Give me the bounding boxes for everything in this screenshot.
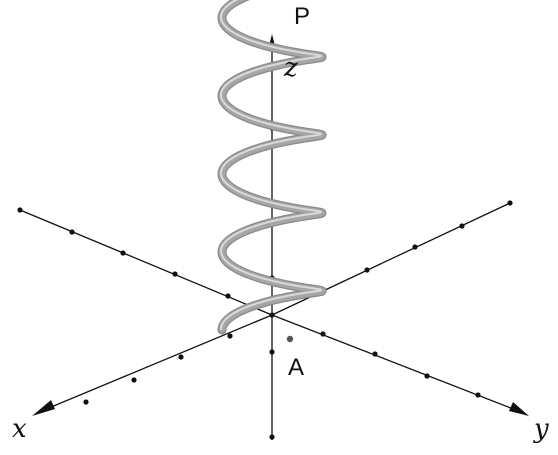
y-axis-arrowhead [509,402,529,416]
y-axis-label: y [533,414,549,444]
x-axis-line-front [43,314,273,411]
y-axis-tick [372,351,378,357]
z-axis-label: z [283,53,298,83]
x-axis-tick [172,271,178,277]
z-axis-tick [269,434,275,440]
x-axis-tick [17,207,23,213]
y-axis-tick [364,267,370,273]
x-axis-tick [227,333,233,339]
x-axis-tick [225,293,231,299]
axes [17,34,529,440]
y-axis-tick [459,223,465,229]
point-a-dot [286,335,294,343]
y-axis-line-front [271,314,517,411]
x-axis-tick [178,354,184,360]
point-a-label: A [288,354,304,381]
x-axis-arrowhead [32,400,55,416]
y-axis-tick [475,392,481,398]
x-axis-tick [131,377,137,383]
point-p-label: P [294,3,310,30]
y-axis-tick [412,244,418,250]
z-axis-tick [269,349,275,355]
origin-point [269,312,275,318]
z-axis [268,34,276,440]
x-axis-tick [120,250,126,256]
y-axis-tick [320,331,326,337]
y-axis-ticks [317,200,513,398]
y-axis [271,200,529,416]
x-axis-ticks [17,207,233,405]
helix-tube-stroke [220,0,322,330]
x-axis-tick [83,399,89,405]
x-axis-label: x [12,414,27,444]
x-axis-tick [69,229,75,235]
point-a: A [286,335,304,381]
helix-curve [217,0,327,335]
y-axis-tick [424,373,430,379]
x-axis [17,207,273,416]
y-axis-tick [507,200,513,206]
